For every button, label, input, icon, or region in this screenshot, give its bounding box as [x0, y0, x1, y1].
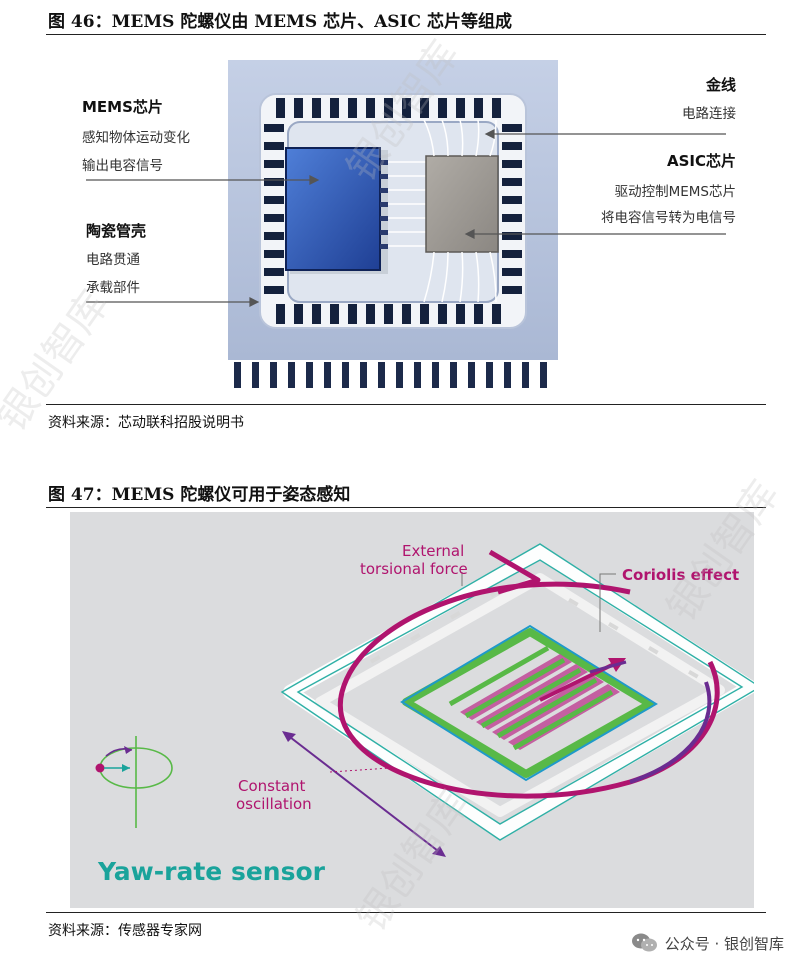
rotation-axis-icon	[95, 736, 173, 828]
ceramic-shell-line2: 承载部件	[86, 280, 140, 296]
asic-chip-line2: 将电容信号转为电信号	[601, 210, 736, 226]
wechat-account-footer[interactable]: 公众号 · 银创智库	[631, 932, 784, 954]
figure-47-bottom-rule	[46, 912, 766, 913]
bond-pads	[264, 98, 522, 324]
ceramic-shell-heading: 陶瓷管壳	[86, 222, 147, 240]
coriolis-effect-label: Coriolis effect	[622, 566, 740, 584]
external-force-label-1: External	[402, 542, 465, 560]
torsional-force-arrow	[337, 581, 720, 799]
yaw-rate-sensor-graphic	[95, 543, 762, 857]
constant-oscillation-label-1: Constant	[238, 777, 306, 795]
blue-comb-outline	[400, 624, 658, 782]
figure-47-source: 资料来源：传感器专家网	[48, 923, 202, 939]
wechat-icon	[631, 933, 657, 952]
ceramic-shell-line1: 电路贯通	[86, 252, 140, 268]
figure-46-bottom-rule	[46, 404, 766, 405]
external-force-label-2: torsional force	[360, 560, 468, 578]
green-fingers	[448, 645, 614, 751]
mems-chip	[285, 147, 388, 274]
package-legs	[234, 362, 547, 388]
figure-46-top-rule	[46, 34, 766, 35]
asic-chip	[425, 155, 499, 253]
figure-46-title: 图 46：MEMS 陀螺仪由 MEMS 芯片、ASIC 芯片等组成	[48, 12, 512, 32]
mems-chip-line2: 输出电容信号	[82, 158, 163, 174]
gold-wires	[423, 119, 497, 303]
mems-chip-heading: MEMS芯片	[82, 98, 163, 116]
yaw-rate-sensor-title: Yaw-rate sensor	[98, 857, 325, 886]
asic-chip-heading: ASIC芯片	[666, 152, 736, 170]
mems-package-illustration	[86, 60, 726, 388]
asic-chip-line1: 驱动控制MEMS芯片	[614, 184, 736, 200]
purple-arc	[629, 681, 712, 784]
yaw-rate-sensor-illustration: External torsional force Coriolis effect…	[70, 512, 762, 908]
frame-teeth	[370, 589, 699, 679]
figure-46-source: 资料来源：芯动联科招股说明书	[48, 415, 244, 431]
oscillation-arrow	[285, 733, 443, 855]
constant-oscillation-label-2: oscillation	[236, 795, 312, 813]
figure-47-title: 图 47：MEMS 陀螺仪可用于姿态感知	[48, 485, 351, 505]
wechat-account-label: 公众号 · 银创智库	[664, 934, 784, 953]
mems-package-diagram: MEMS芯片 感知物体运动变化 输出电容信号 陶瓷管壳 电路贯通 承载部件 金线…	[76, 40, 756, 398]
mems-chip-line1: 感知物体运动变化	[82, 130, 190, 146]
green-comb	[402, 628, 654, 778]
figure-47-top-rule	[46, 507, 766, 508]
chip-to-chip-wires	[388, 161, 426, 247]
leader-lines	[86, 129, 726, 307]
coriolis-leader	[599, 573, 616, 632]
gold-wire-line1: 电路连接	[682, 106, 736, 122]
gold-wire-heading: 金线	[705, 76, 736, 94]
